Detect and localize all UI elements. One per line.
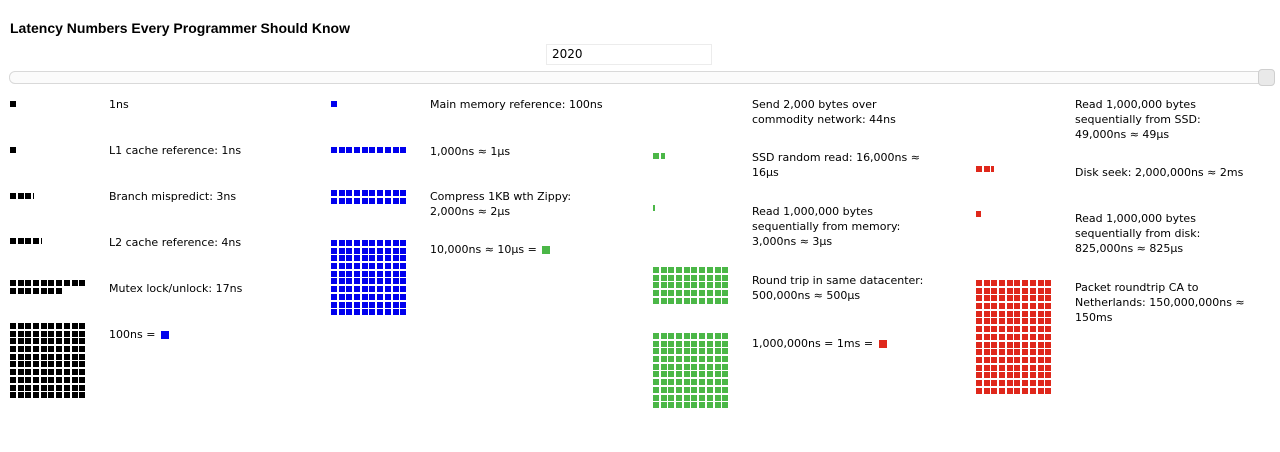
latency-label: 100ns = xyxy=(109,327,321,342)
latency-label-text: 1,000ns ≈ 1µs xyxy=(430,145,511,158)
latency-squares xyxy=(331,101,408,109)
latency-label: SSD random read: 16,000ns ≈ 16µs xyxy=(752,150,964,180)
unit-swatch-green xyxy=(542,246,551,254)
latency-label: Mutex lock/unlock: 17ns xyxy=(109,281,321,296)
latency-label: Send 2,000 bytes over commodity network:… xyxy=(752,97,964,127)
latency-label-text: L1 cache reference: 1ns xyxy=(109,144,242,157)
latency-squares xyxy=(10,238,87,246)
unit-swatch-red xyxy=(878,340,887,348)
latency-squares xyxy=(331,190,408,205)
latency-squares xyxy=(10,323,87,400)
latency-squares xyxy=(10,193,87,201)
latency-squares xyxy=(653,267,730,305)
latency-label: 1ns xyxy=(109,97,321,112)
latency-label-text: 100ns = xyxy=(109,328,159,341)
page-title: Latency Numbers Every Programmer Should … xyxy=(10,20,350,36)
latency-label: Main memory reference: 100ns xyxy=(430,97,642,112)
latency-label-text: Read 1,000,000 bytes sequentially from m… xyxy=(752,205,901,248)
latency-label: L2 cache reference: 4ns xyxy=(109,235,321,250)
latency-label: Read 1,000,000 bytes sequentially from m… xyxy=(752,204,964,249)
latency-label: Read 1,000,000 bytes sequentially from S… xyxy=(1075,97,1280,142)
latency-label: 10,000ns ≈ 10µs = xyxy=(430,242,642,257)
latency-squares xyxy=(10,280,87,295)
year-slider-handle[interactable] xyxy=(1258,69,1275,86)
latency-label-text: Packet roundtrip CA to Netherlands: 150,… xyxy=(1075,281,1245,324)
latency-label-text: Compress 1KB wth Zippy: 2,000ns ≈ 2µs xyxy=(430,190,572,218)
year-value: 2020 xyxy=(546,44,712,65)
latency-label-text: Main memory reference: 100ns xyxy=(430,98,603,111)
latency-squares xyxy=(653,205,730,213)
latency-label-text: Send 2,000 bytes over commodity network:… xyxy=(752,98,896,126)
latency-label: 1,000ns ≈ 1µs xyxy=(430,144,642,159)
latency-label-text: L2 cache reference: 4ns xyxy=(109,236,242,249)
latency-squares xyxy=(10,101,87,109)
latency-label-text: Disk seek: 2,000,000ns ≈ 2ms xyxy=(1075,166,1244,179)
latency-squares xyxy=(331,240,408,317)
latency-squares xyxy=(10,147,87,155)
latency-label-text: 1,000,000ns = 1ms = xyxy=(752,337,877,350)
latency-label-text: Read 1,000,000 bytes sequentially from d… xyxy=(1075,212,1201,255)
latency-label: Branch mispredict: 3ns xyxy=(109,189,321,204)
latency-squares xyxy=(653,153,730,161)
latency-label: Compress 1KB wth Zippy: 2,000ns ≈ 2µs xyxy=(430,189,642,219)
latency-label-text: Mutex lock/unlock: 17ns xyxy=(109,282,243,295)
latency-label-text: Round trip in same datacenter: 500,000ns… xyxy=(752,274,924,302)
latency-squares xyxy=(653,333,730,410)
latency-label: Round trip in same datacenter: 500,000ns… xyxy=(752,273,964,303)
latency-label: 1,000,000ns = 1ms = xyxy=(752,336,964,351)
latency-squares xyxy=(976,280,1053,395)
latency-squares xyxy=(976,211,1053,219)
latency-label-text: 10,000ns ≈ 10µs = xyxy=(430,243,541,256)
latency-label: Read 1,000,000 bytes sequentially from d… xyxy=(1075,211,1280,256)
latency-label-text: SSD random read: 16,000ns ≈ 16µs xyxy=(752,151,920,179)
latency-label-text: Read 1,000,000 bytes sequentially from S… xyxy=(1075,98,1201,141)
latency-squares xyxy=(976,166,1053,174)
unit-swatch-blue xyxy=(160,331,169,339)
latency-label-text: 1ns xyxy=(109,98,129,111)
latency-label: Disk seek: 2,000,000ns ≈ 2ms xyxy=(1075,165,1280,180)
latency-label-text: Branch mispredict: 3ns xyxy=(109,190,237,203)
latency-squares xyxy=(331,147,408,155)
year-slider-track[interactable] xyxy=(9,71,1271,84)
latency-label: Packet roundtrip CA to Netherlands: 150,… xyxy=(1075,280,1280,325)
latency-label: L1 cache reference: 1ns xyxy=(109,143,321,158)
